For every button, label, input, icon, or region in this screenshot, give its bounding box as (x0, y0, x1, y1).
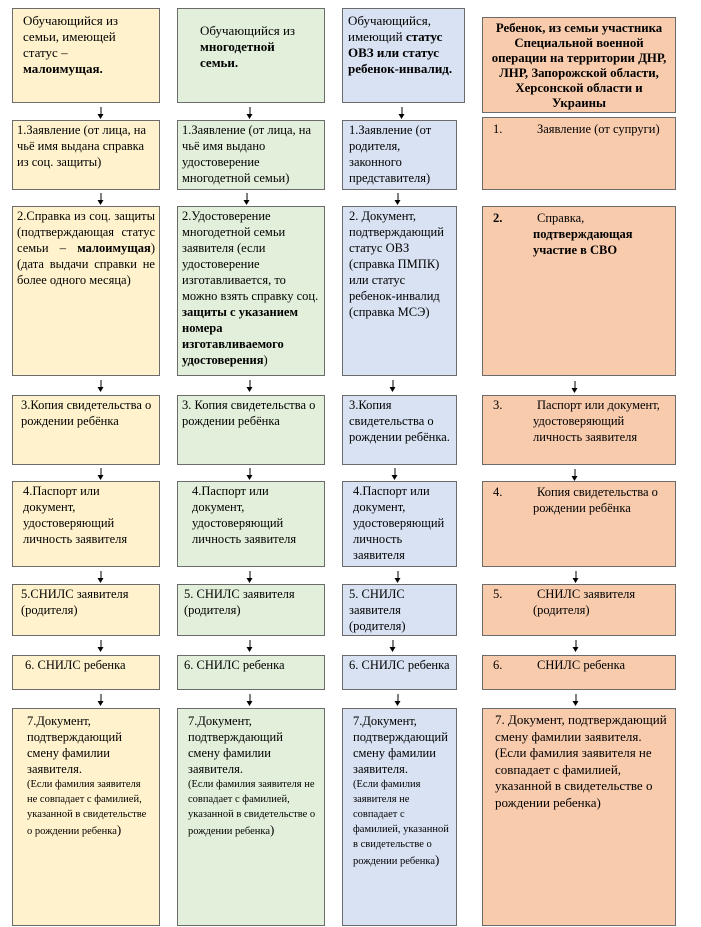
header-bold: статус ОВЗ или статус ребенок-инвалид. (348, 29, 453, 76)
column-3-step-1: 1.Заявление (от родителя, законного пред… (342, 120, 457, 190)
column-3-header: Обучающийся, имеющий статус ОВЗ или стат… (342, 8, 465, 103)
column-2-step-2: 2.Удостоверение многодетной семьи заявит… (177, 206, 325, 376)
column-4-step-4: 4.Копия свидетельства о рождении ребёнка (482, 481, 676, 567)
arrow-down-icon (394, 571, 403, 583)
column-1-step-4: 4.Паспорт или документ, удостоверяющий л… (12, 481, 160, 567)
arrow-down-icon (246, 107, 255, 119)
column-4-step-5: 5.СНИЛС заявителя (родителя) (482, 584, 676, 636)
arrow-down-icon (246, 640, 255, 652)
arrow-down-icon (246, 468, 255, 480)
column-1-step-1: 1.Заявление (от лица, на чьё имя выдана … (12, 120, 160, 190)
column-3-step-3: 3.Копия свидетельства о рождении ребёнка… (342, 395, 457, 465)
column-4-step-7: 7. Документ, подтверждающий смену фамили… (482, 708, 676, 926)
column-1-step-3: 3.Копия свидетельства о рождении ребёнка (12, 395, 160, 465)
column-1-header: Обучающийся из семьи, имеющей статус – м… (12, 8, 160, 103)
arrow-down-icon (391, 468, 400, 480)
column-3-step-6: 6. СНИЛС ребенка (342, 655, 457, 690)
arrow-down-icon (572, 694, 581, 706)
column-2-step-5: 5. СНИЛС заявителя (родителя) (177, 584, 325, 636)
column-1-step-2: 2.Справка из соц. защиты (подтверждающая… (12, 206, 160, 376)
column-3-step-4: 4.Паспорт или документ, удостоверяющий л… (342, 481, 457, 567)
arrow-down-icon (571, 381, 580, 393)
arrow-down-icon (398, 107, 407, 119)
arrow-down-icon (394, 193, 403, 205)
header-text: Обучающийся из семьи, имеющей статус – (23, 13, 119, 60)
column-2-step-7: 7.Документ, подтверждающий смену фамилии… (177, 708, 325, 926)
column-2-step-6: 6. СНИЛС ребенка (177, 655, 325, 690)
column-1-step-5: 5.СНИЛС заявителя (родителя) (12, 584, 160, 636)
column-3-step-7: 7.Документ, подтверждающий смену фамилии… (342, 708, 457, 926)
header-text: Обучающийся, имеющий (348, 13, 431, 44)
arrow-down-icon (97, 193, 106, 205)
column-4-step-3: 3.Паспорт или документ, удостоверяющий л… (482, 395, 676, 465)
arrow-down-icon (389, 380, 398, 392)
column-2-step-1: 1.Заявление (от лица, на чьё имя выдано … (177, 120, 325, 190)
column-4-step-2: 2.Справка, подтверждающая участие в СВО (482, 206, 676, 376)
arrow-down-icon (97, 640, 106, 652)
arrow-down-icon (97, 571, 106, 583)
column-4-step-6: 6.СНИЛС ребенка (482, 655, 676, 690)
column-1-step-7: 7.Документ, подтверждающий смену фамилии… (12, 708, 160, 926)
arrow-down-icon (389, 640, 398, 652)
column-2-step-4: 4.Паспорт или документ, удостоверяющий л… (177, 481, 325, 567)
arrow-down-icon (572, 571, 581, 583)
arrow-down-icon (572, 640, 581, 652)
header-text: Обучающийся из (200, 23, 296, 38)
arrow-down-icon (246, 694, 255, 706)
column-1-step-6: 6. СНИЛС ребенка (12, 655, 160, 690)
arrow-down-icon (246, 571, 255, 583)
column-4-header: Ребенок, из семьи участника Специальной … (482, 17, 676, 113)
column-3-step-2: 2. Документ, подтверждающий статус ОВЗ (… (342, 206, 457, 376)
column-2-header: Обучающийся из многодетной семьи. (177, 8, 325, 103)
arrow-down-icon (394, 694, 403, 706)
header-bold: многодетной семьи. (200, 39, 275, 70)
arrow-down-icon (97, 468, 106, 480)
column-4-step-1: 1.Заявление (от супруги) (482, 117, 676, 190)
arrow-down-icon (571, 469, 580, 481)
header-bold: малоимущая. (23, 61, 103, 76)
arrow-down-icon (243, 193, 252, 205)
arrow-down-icon (97, 107, 106, 119)
column-3-step-5: 5. СНИЛС заявителя (родителя) (342, 584, 457, 636)
column-2-step-3: 3. Копия свидетельства о рождении ребёнк… (177, 395, 325, 465)
arrow-down-icon (97, 694, 106, 706)
arrow-down-icon (246, 380, 255, 392)
arrow-down-icon (97, 380, 106, 392)
